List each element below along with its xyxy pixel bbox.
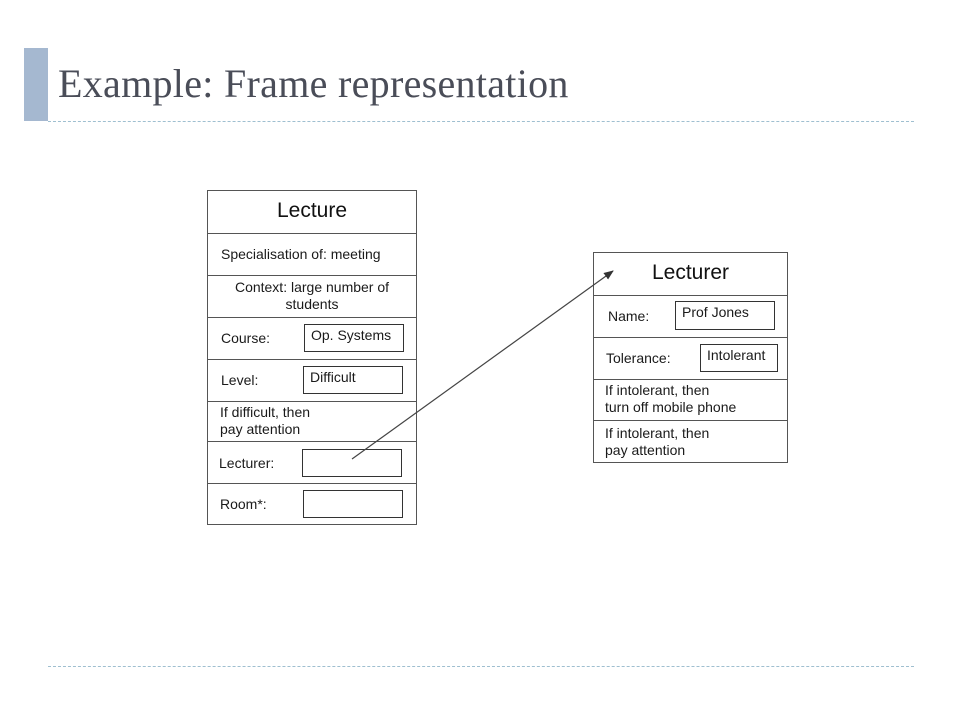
slide-title: Example: Frame representation — [58, 61, 569, 106]
lecturer-rule2-line2: pay attention — [605, 441, 686, 458]
lecturer-frame: Lecturer Name: Prof Jones Tolerance: Int… — [593, 252, 788, 463]
lecturer-name-value: Prof Jones — [675, 301, 775, 330]
lecture-course-label: Course: — [221, 330, 271, 346]
lecture-context-line2: students — [285, 295, 339, 312]
lecture-context-line1: Context: large number of — [234, 279, 390, 295]
lecturer-rule2-line1: If intolerant, then — [605, 425, 710, 441]
lecture-rule-line1: If difficult, then — [220, 404, 311, 420]
title-divider — [48, 121, 914, 122]
lecturer-rule2-text: If intolerant, then pay attention — [605, 425, 709, 459]
lecturer-frame-title: Lecturer — [651, 261, 730, 284]
lecture-rule-line2: pay attention — [220, 420, 301, 437]
lecturer-rule1-text: If intolerant, then turn off mobile phon… — [605, 382, 736, 416]
lecture-room-value — [303, 490, 403, 518]
lecture-level-label: Level: — [221, 372, 259, 388]
lecture-frame: Lecture Specialisation of: meeting Conte… — [207, 190, 417, 525]
lecturer-rule2-slot: If intolerant, then pay attention — [594, 420, 787, 463]
lecturer-rule1-line1: If intolerant, then — [605, 382, 710, 398]
lecture-course-slot: Course: Op. Systems — [208, 317, 416, 359]
lecture-level-slot: Level: Difficult — [208, 359, 416, 401]
lecture-lecturer-value — [302, 449, 402, 477]
lecture-room-label: Room*: — [220, 496, 267, 512]
lecturer-tolerance-value: Intolerant — [700, 344, 778, 372]
lecturer-name-slot: Name: Prof Jones — [594, 295, 787, 337]
lecturer-tolerance-slot: Tolerance: Intolerant — [594, 337, 787, 379]
lecture-specialisation-slot: Specialisation of: meeting — [208, 233, 416, 275]
lecture-context-slot: Context: large number of students — [208, 275, 416, 317]
lecturer-rule1-line2: turn off mobile phone — [605, 398, 737, 415]
lecture-rule-slot: If difficult, then pay attention — [208, 401, 416, 441]
lecture-specialisation-text: Specialisation of: meeting — [221, 246, 381, 262]
lecture-frame-title: Lecture — [276, 199, 348, 222]
lecture-rule-text: If difficult, then pay attention — [220, 404, 310, 438]
footer-divider — [48, 666, 914, 667]
lecture-lecturer-label: Lecturer: — [219, 455, 275, 471]
lecture-level-value: Difficult — [303, 366, 403, 394]
lecture-room-slot: Room*: — [208, 483, 416, 525]
lecture-context-text: Context: large number of students — [208, 279, 416, 313]
title-accent-bar — [24, 48, 48, 121]
lecturer-tolerance-label: Tolerance: — [606, 350, 671, 366]
lecturer-name-label: Name: — [608, 308, 650, 324]
lecture-lecturer-slot: Lecturer: — [208, 441, 416, 483]
lecturer-rule1-slot: If intolerant, then turn off mobile phon… — [594, 379, 787, 420]
lecture-course-value: Op. Systems — [304, 324, 404, 352]
